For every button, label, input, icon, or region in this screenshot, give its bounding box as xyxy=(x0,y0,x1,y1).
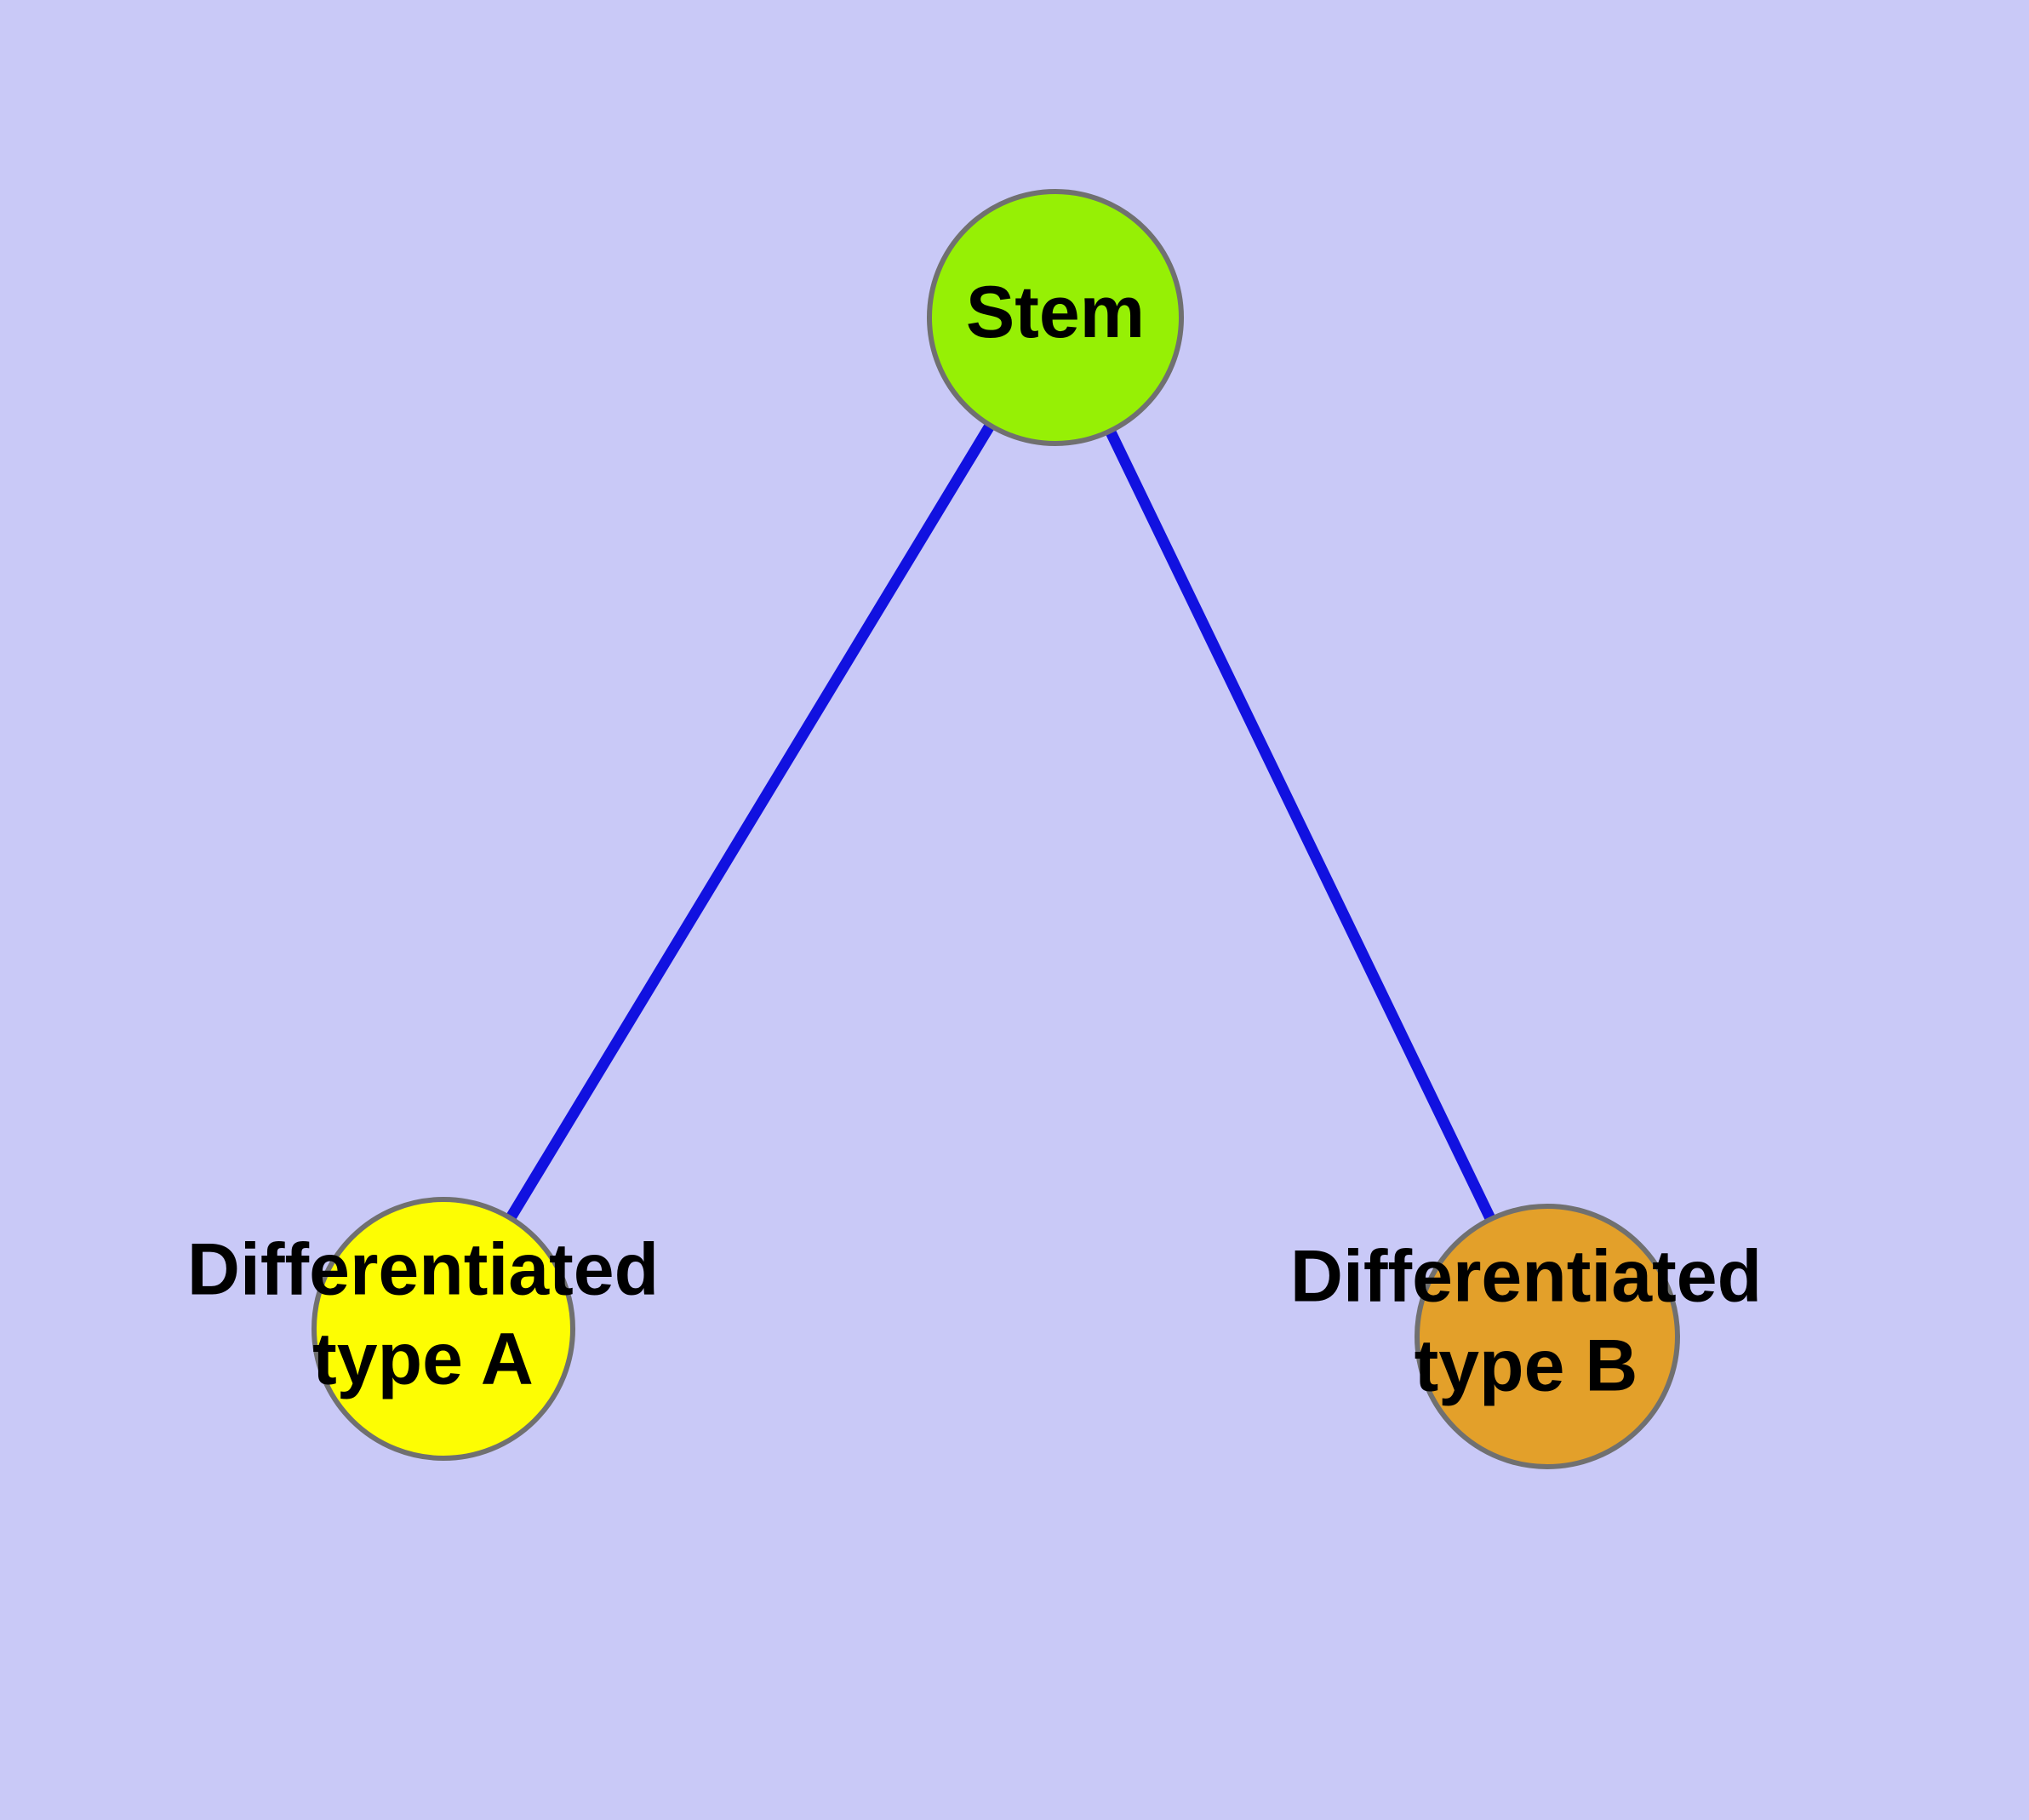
node-diff_a[interactable] xyxy=(311,1197,575,1461)
node-stem[interactable] xyxy=(927,189,1184,446)
node-label-stem: Stem xyxy=(966,272,1145,353)
edge-stem-to-diff_a[interactable] xyxy=(438,314,1060,1332)
node-label-line: type B xyxy=(1415,1325,1638,1406)
node-diff_b[interactable] xyxy=(1415,1204,1680,1469)
edge-stem-to-diff_b[interactable] xyxy=(1050,315,1552,1339)
node-label-line: Differentiated xyxy=(1290,1235,1762,1317)
node-circle-diff_b[interactable] xyxy=(1415,1204,1680,1469)
node-label-line: type A xyxy=(312,1318,534,1399)
node-circle-diff_a[interactable] xyxy=(311,1197,575,1461)
node-circle-stem[interactable] xyxy=(927,189,1184,446)
node-label-line: Stem xyxy=(966,272,1145,353)
edge-layer xyxy=(438,314,1552,1339)
node-label-line: Differentiated xyxy=(187,1228,659,1310)
